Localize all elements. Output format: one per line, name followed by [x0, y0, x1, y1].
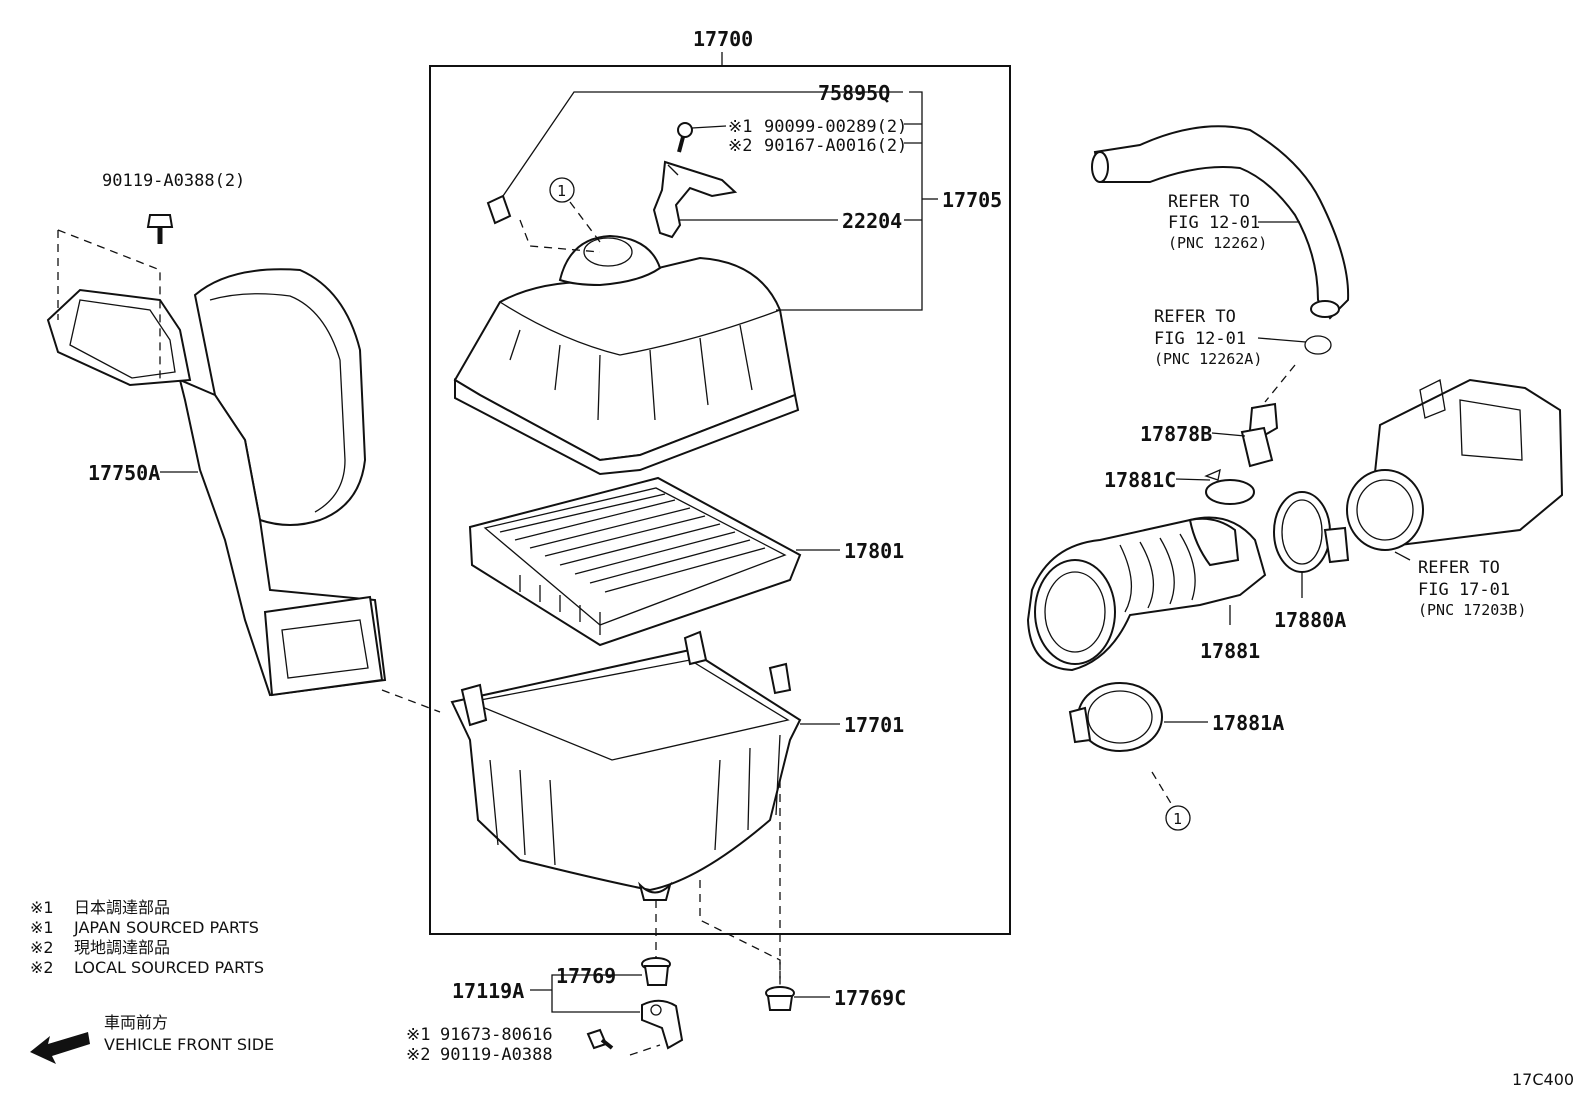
reference-12262: REFER TO FIG 12-01 (PNC 12262) — [1168, 192, 1267, 252]
assembly-label: 17700 — [693, 27, 753, 51]
assembly-box — [429, 52, 1011, 935]
screw — [677, 122, 693, 153]
reference-12262-line2: FIG 12-01 — [1168, 213, 1260, 233]
callout-17750A: 17750A — [88, 461, 160, 485]
reference-17203B-line3: (PNC 17203B) — [1418, 601, 1526, 619]
ventilation-hose — [1091, 125, 1350, 320]
air-filter-element — [468, 476, 802, 647]
clamp-17880A — [1273, 491, 1350, 573]
callout-17769C: 17769C — [834, 986, 906, 1010]
dashed-guides — [57, 201, 1296, 1056]
legend-mark-4: ※2 — [30, 958, 54, 977]
direction-line1: 車両前方 — [104, 1013, 168, 1032]
clamp-17881C — [1204, 468, 1255, 505]
bolt-top — [146, 214, 174, 244]
hose-connector — [1240, 402, 1279, 468]
callout-17701: 17701 — [844, 713, 904, 737]
legend-mark-2: ※1 — [30, 918, 54, 937]
callout-17881C: 17881C — [1104, 468, 1176, 492]
legend-mark-1: ※1 — [30, 898, 54, 917]
legend: ※1 日本調達部品 ※1 JAPAN SOURCED PARTS ※2 現地調達… — [30, 898, 264, 977]
air-inlet-duct — [46, 268, 387, 697]
callout-17801: 17801 — [844, 539, 904, 563]
legend-text-2: JAPAN SOURCED PARTS — [73, 918, 259, 937]
air-cleaner-case — [450, 630, 802, 901]
callout-22204: 22204 — [842, 209, 902, 233]
callout-17119A: 17119A — [452, 979, 524, 1003]
callout-90119-bot-note: ※2 — [406, 1045, 430, 1065]
callout-90119-bot: 90119-A0388 — [440, 1045, 553, 1065]
reference-12262A: REFER TO FIG 12-01 (PNC 12262A) — [1154, 307, 1262, 368]
bolt-bottom — [586, 1028, 614, 1050]
legend-mark-3: ※2 — [30, 938, 54, 957]
reference-12262-line1: REFER TO — [1168, 192, 1250, 212]
callout-90119-top: 90119-A0388(2) — [102, 171, 245, 191]
arrow-left-icon — [30, 1032, 90, 1064]
callout-91673-note: ※1 — [406, 1025, 430, 1045]
intake-hose — [1026, 516, 1267, 672]
callout-17881A: 17881A — [1212, 711, 1284, 735]
ref-circle-1-bottom-label: 1 — [1173, 810, 1182, 828]
grommet-17769C — [765, 986, 795, 1011]
hose-clip — [1304, 335, 1332, 355]
grommet-17769 — [641, 957, 671, 986]
label-tag — [486, 194, 512, 225]
clamp-17881A — [1068, 682, 1163, 752]
figure-code: 17C400 — [1512, 1070, 1574, 1089]
callout-90167: 90167-A0016(2) — [764, 136, 907, 156]
vehicle-front-indicator: 車両前方 VEHICLE FRONT SIDE — [30, 1013, 274, 1064]
reference-17203B-line1: REFER TO — [1418, 558, 1500, 578]
callout-17881: 17881 — [1200, 639, 1260, 663]
callout-90099: 90099-00289(2) — [764, 117, 907, 137]
reference-17203B: REFER TO FIG 17-01 (PNC 17203B) — [1418, 558, 1526, 619]
ref-circle-1-top: 1 — [549, 177, 575, 203]
callout-91673: 91673-80616 — [440, 1025, 553, 1045]
mass-air-flow-sensor — [652, 160, 738, 239]
callout-17705: 17705 — [942, 188, 1002, 212]
callout-17880A: 17880A — [1274, 608, 1346, 632]
callout-90099-note: ※1 — [728, 117, 752, 137]
reference-12262A-line3: (PNC 12262A) — [1154, 350, 1262, 368]
reference-12262A-line2: FIG 12-01 — [1154, 329, 1246, 349]
callout-90167-note: ※2 — [728, 136, 752, 156]
reference-12262-line3: (PNC 12262) — [1168, 234, 1267, 252]
callout-17769: 17769 — [556, 964, 616, 988]
reference-12262A-line1: REFER TO — [1154, 307, 1236, 327]
bracket-17119A — [641, 999, 684, 1050]
ref-circle-1-bottom: 1 — [1165, 805, 1191, 831]
ref-circle-1-top-label: 1 — [557, 182, 566, 200]
throttle-body — [1346, 378, 1564, 551]
leader-lines — [160, 91, 1411, 1013]
callout-75895Q: 75895Q — [818, 81, 890, 105]
reference-17203B-line2: FIG 17-01 — [1418, 580, 1510, 600]
direction-line2: VEHICLE FRONT SIDE — [104, 1035, 274, 1054]
legend-text-4: LOCAL SOURCED PARTS — [74, 958, 264, 977]
callout-17878B: 17878B — [1140, 422, 1212, 446]
air-cleaner-cap — [453, 234, 800, 476]
legend-text-3: 現地調達部品 — [74, 938, 170, 957]
legend-text-1: 日本調達部品 — [74, 898, 170, 917]
